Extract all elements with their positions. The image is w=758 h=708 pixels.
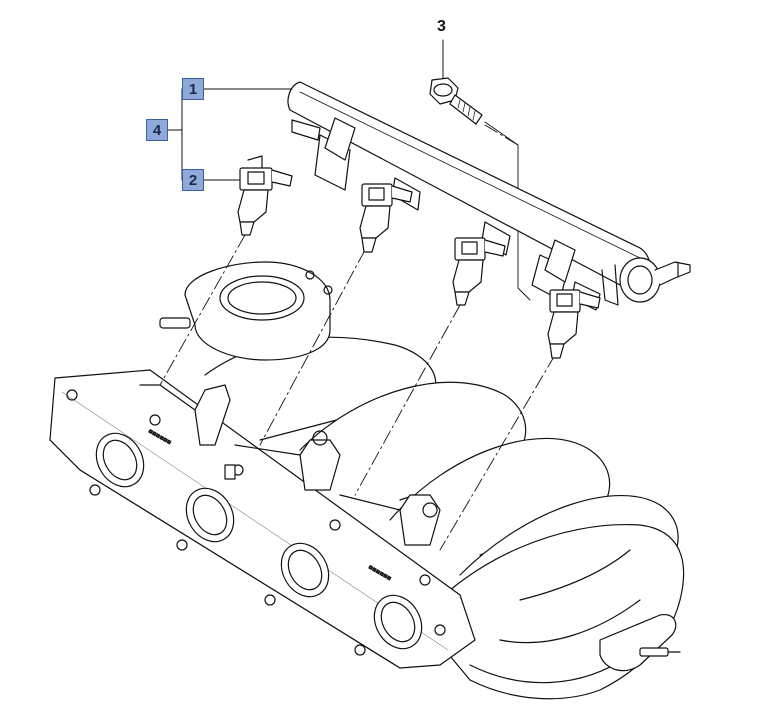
injector-4 <box>547 289 601 359</box>
callout-2: 2 <box>182 169 204 191</box>
injector-3 <box>452 237 506 306</box>
callout-4: 4 <box>146 119 168 141</box>
fuel-rail <box>287 81 691 311</box>
callout-1: 1 <box>182 78 204 100</box>
callout-3: 3 <box>437 18 446 35</box>
intake-manifold: ▪▪▪▪▪▪ ▪▪▪▪▪▪ <box>49 336 685 700</box>
flange-bolt-holes <box>66 389 446 656</box>
rail-bolt <box>429 77 483 125</box>
fuel-injectors <box>237 155 601 359</box>
assembly-lines <box>159 124 556 551</box>
intake-ports <box>95 432 423 650</box>
injector-2 <box>359 183 413 253</box>
injector-1 <box>237 155 293 236</box>
injector-bosses <box>139 384 441 546</box>
throttle-flange <box>159 261 333 361</box>
